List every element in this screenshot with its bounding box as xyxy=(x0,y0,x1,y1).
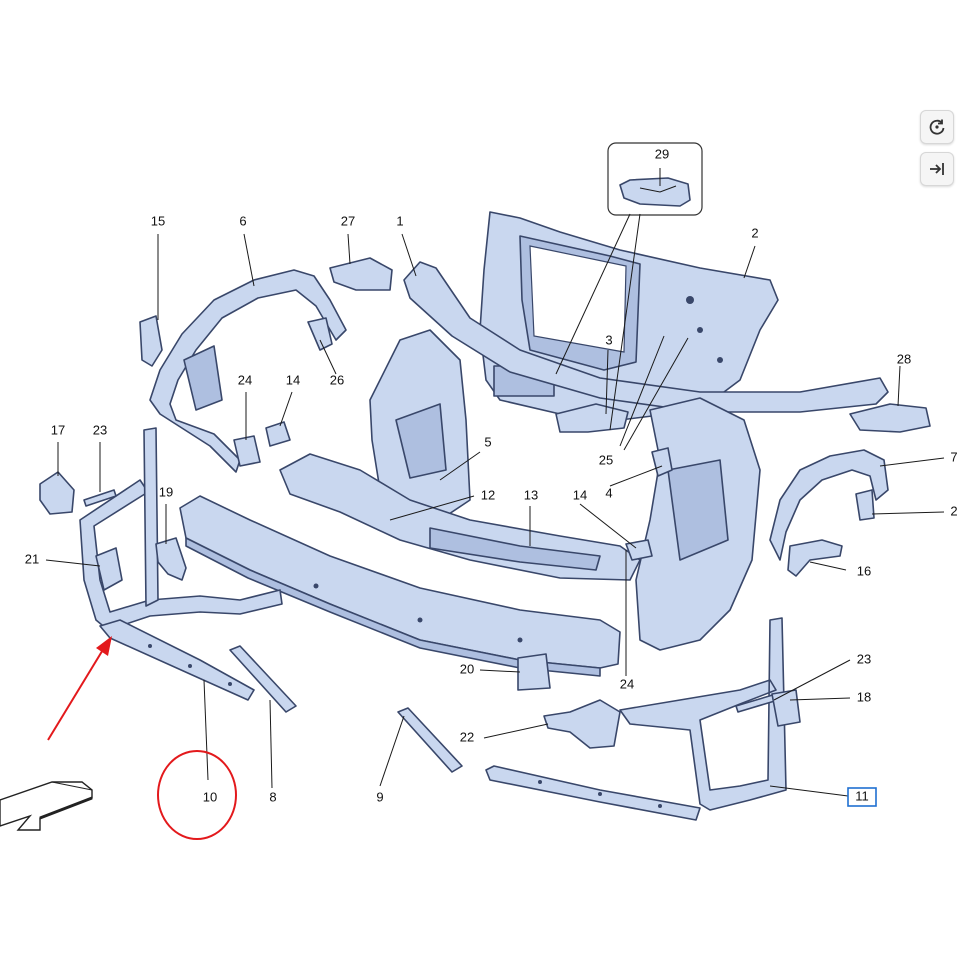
callout-23-left[interactable]: 23 xyxy=(93,422,107,437)
leader-lines xyxy=(45,168,945,797)
callout-17[interactable]: 17 xyxy=(51,422,65,437)
collapse-panel-button[interactable] xyxy=(920,152,954,186)
callout-3[interactable]: 3 xyxy=(605,332,612,347)
callout-19[interactable]: 19 xyxy=(159,484,173,499)
callout-20[interactable]: 20 xyxy=(460,661,474,676)
callout-11-highlight-box xyxy=(847,787,877,807)
part-11-right-subframe[interactable] xyxy=(619,617,787,811)
part-27-bracket[interactable] xyxy=(329,257,393,291)
callout-24-left[interactable]: 24 xyxy=(238,372,252,387)
red-annotation-arrow xyxy=(47,636,112,741)
callout-2[interactable]: 2 xyxy=(751,225,758,240)
part-24-bracket-left[interactable] xyxy=(233,435,261,467)
part-17-bracket[interactable] xyxy=(39,471,75,515)
callout-13[interactable]: 13 xyxy=(524,487,538,502)
part-18-bracket[interactable] xyxy=(771,689,801,727)
callout-14-left[interactable]: 14 xyxy=(286,372,300,387)
callout-28[interactable]: 28 xyxy=(897,351,911,366)
callout-26[interactable]: 26 xyxy=(330,372,344,387)
red-annotation-circle xyxy=(157,750,237,840)
callout-18[interactable]: 18 xyxy=(857,689,871,704)
part-2-bulkhead[interactable] xyxy=(479,211,779,421)
callout-1[interactable]: 1 xyxy=(396,213,403,228)
part-23-strip-left[interactable] xyxy=(83,489,117,507)
part-7-right-arch[interactable] xyxy=(769,449,889,561)
part-28-bracket[interactable] xyxy=(849,403,931,433)
callout-2-right[interactable]: 2 xyxy=(950,503,957,518)
part-11-bottom-strip[interactable] xyxy=(485,765,701,821)
callout-27[interactable]: 27 xyxy=(341,213,355,228)
callout-5[interactable]: 5 xyxy=(484,434,491,449)
part-4-bracket[interactable] xyxy=(651,447,673,477)
callout-6[interactable]: 6 xyxy=(239,213,246,228)
callout-8[interactable]: 8 xyxy=(269,789,276,804)
part-15-bracket[interactable] xyxy=(139,315,163,367)
callout-15[interactable]: 15 xyxy=(151,213,165,228)
part-1-upper-beam[interactable] xyxy=(403,261,889,413)
part-2-bracket[interactable] xyxy=(855,489,875,521)
callout-21[interactable]: 21 xyxy=(25,551,39,566)
part-16-bracket[interactable] xyxy=(787,539,843,577)
part-19-bracket[interactable] xyxy=(155,537,187,581)
callout-23-right[interactable]: 23 xyxy=(857,651,871,666)
part-13-lower-crossmember[interactable] xyxy=(279,453,641,581)
part-14-bracket-left[interactable] xyxy=(265,421,291,447)
part-3-bracket[interactable] xyxy=(555,403,629,433)
callout-29[interactable]: 29 xyxy=(655,146,669,161)
part-10-lower-strip[interactable] xyxy=(99,619,255,701)
callout-14-right[interactable]: 14 xyxy=(573,487,587,502)
callout-25[interactable]: 25 xyxy=(599,452,613,467)
part-9-strip[interactable] xyxy=(397,707,463,773)
part-20-bracket[interactable] xyxy=(517,653,551,691)
callout-16[interactable]: 16 xyxy=(857,563,871,578)
callout-labels: 29 1 2 3 25 4 5 12 13 14 15 6 27 24 14 2… xyxy=(25,146,958,804)
callout-10[interactable]: 10 xyxy=(203,789,217,804)
arrow-to-edge-icon xyxy=(930,163,944,175)
left-chassis-tower[interactable] xyxy=(369,329,471,521)
part-26-bracket[interactable] xyxy=(307,317,333,351)
reset-view-button[interactable] xyxy=(920,110,954,144)
callout-12[interactable]: 12 xyxy=(481,487,495,502)
direction-arrow-icon xyxy=(0,781,93,831)
callout-4[interactable]: 4 xyxy=(605,485,612,500)
callout-7[interactable]: 7 xyxy=(950,449,957,464)
callout-24-right[interactable]: 24 xyxy=(620,676,634,691)
part-8-strip[interactable] xyxy=(229,645,297,713)
front-bumper-beam[interactable] xyxy=(179,495,621,677)
callout-22[interactable]: 22 xyxy=(460,729,474,744)
callout-9[interactable]: 9 xyxy=(376,789,383,804)
part-21-bracket[interactable] xyxy=(95,547,123,591)
rotate-reset-icon xyxy=(929,119,945,135)
part-22-bracket[interactable] xyxy=(543,699,621,749)
right-chassis-tower[interactable] xyxy=(635,397,761,651)
inset-part-29[interactable] xyxy=(607,142,703,216)
callout-11[interactable]: 11 xyxy=(855,788,869,803)
